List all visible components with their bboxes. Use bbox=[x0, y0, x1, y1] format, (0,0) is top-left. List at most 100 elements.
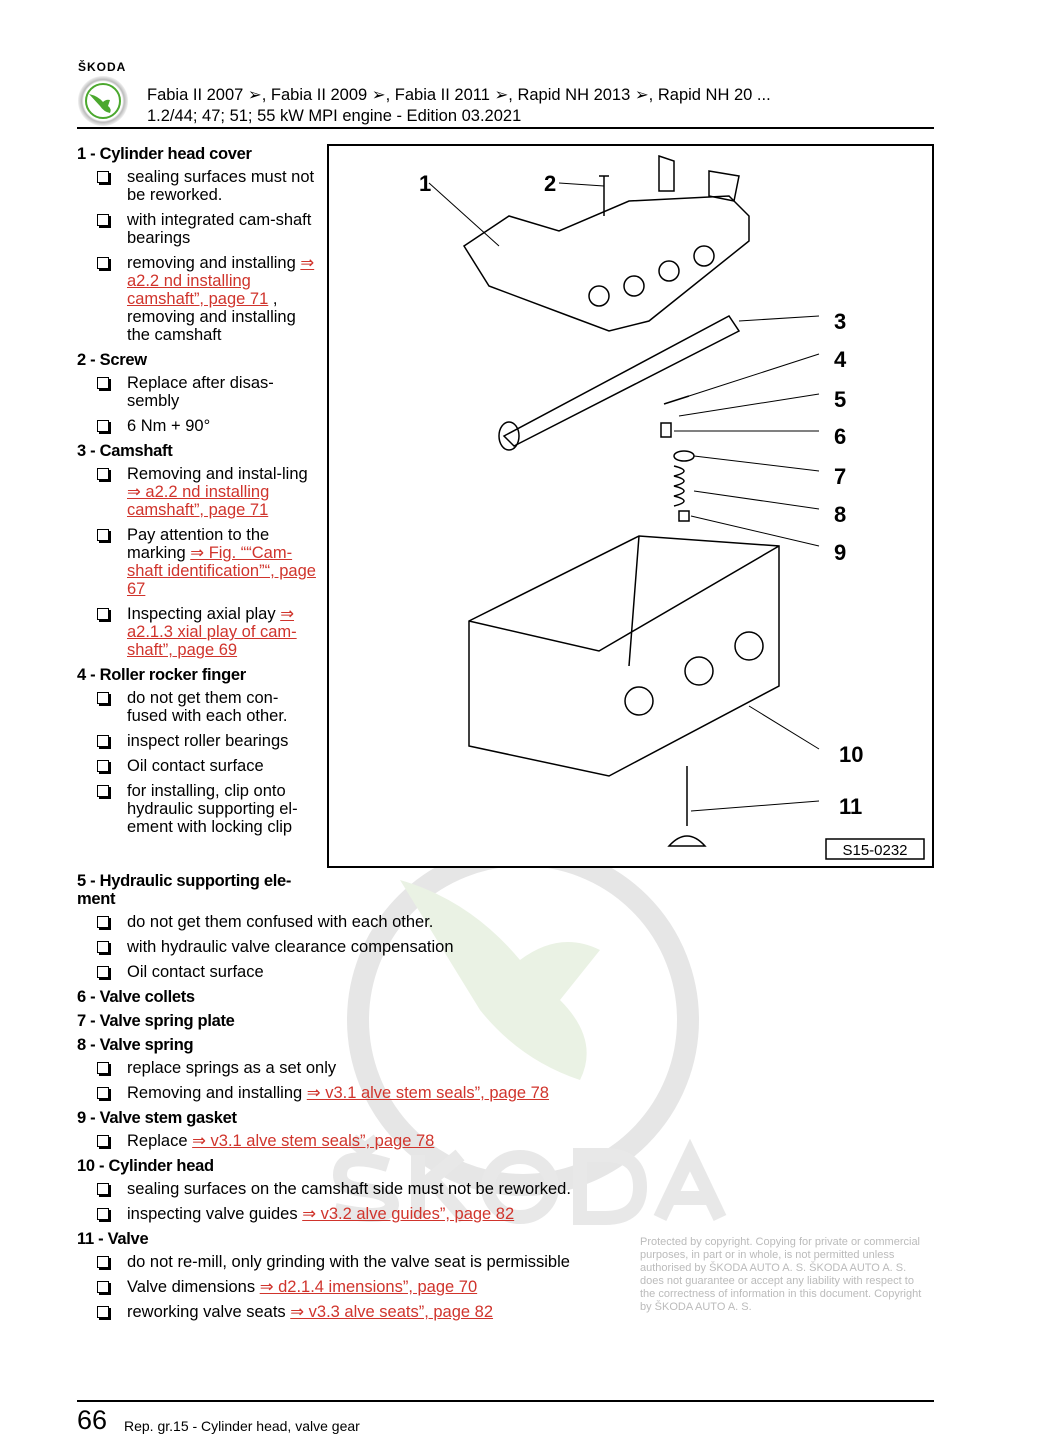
note-text: sealing surfaces on the camshaft side mu… bbox=[127, 1180, 571, 1198]
footer-divider bbox=[77, 1400, 934, 1402]
parts-list-bottom: 5 - Hydraulic supporting ele-ment do not … bbox=[77, 872, 934, 1321]
page-number: 66 bbox=[77, 1405, 108, 1435]
checkbox-bullet-icon bbox=[97, 1062, 109, 1074]
note-text: with integrated cam-shaft bearings bbox=[127, 211, 312, 247]
vehicle-models: Fabia II 2007 ➢, Fabia II 2009 ➢, Fabia … bbox=[147, 86, 771, 104]
note-text: Oil contact surface bbox=[127, 963, 264, 981]
callout-4: 4 bbox=[834, 347, 847, 372]
note-text: 6 Nm + 90° bbox=[127, 417, 211, 435]
checkbox-bullet-icon bbox=[97, 214, 109, 226]
checkbox-bullet-icon bbox=[97, 529, 109, 541]
part-note: Replace ⇒ v3.1 alve stem seals”, page 78 bbox=[77, 1132, 934, 1150]
document-header: Fabia II 2007 ➢, Fabia II 2009 ➢, Fabia … bbox=[147, 85, 771, 127]
part-title: 9 - Valve stem gasket bbox=[77, 1109, 237, 1127]
part-title: 11 - Valve bbox=[77, 1230, 149, 1248]
checkbox-bullet-icon bbox=[97, 1208, 109, 1220]
cross-reference-link[interactable]: ⇒ v3.1 alve stem seals”, page 78 bbox=[192, 1132, 435, 1150]
cross-reference-link[interactable]: ⇒ Fig. ““Cam-shaft identification”“, pag… bbox=[127, 544, 316, 598]
callout-5: 5 bbox=[834, 387, 846, 412]
parts-list: 1 2 3 4 5 6 7 8 9 10 11 S15-0232 1 - Cylinder head… bbox=[77, 139, 934, 1328]
part-note: sealing surfaces on the camshaft side mu… bbox=[77, 1180, 934, 1198]
checkbox-bullet-icon bbox=[97, 171, 109, 183]
note-text: do not get them con-fused with each othe… bbox=[127, 689, 288, 725]
callout-10: 10 bbox=[839, 742, 863, 767]
part-title: 8 - Valve spring bbox=[77, 1036, 194, 1054]
part-note: do not get them con-fused with each othe… bbox=[77, 689, 317, 725]
checkbox-bullet-icon bbox=[97, 1087, 109, 1099]
part-note: 6 Nm + 90° bbox=[77, 417, 317, 435]
checkbox-bullet-icon bbox=[97, 916, 109, 928]
note-text: , removing and installing the camshaft bbox=[127, 290, 296, 344]
part-note: inspect roller bearings bbox=[77, 732, 317, 750]
part-title: 10 - Cylinder head bbox=[77, 1157, 214, 1175]
callout-8: 8 bbox=[834, 502, 846, 527]
checkbox-bullet-icon bbox=[97, 692, 109, 704]
checkbox-bullet-icon bbox=[97, 257, 109, 269]
part-note: Inspecting axial play ⇒ a2.1.3 xial play… bbox=[77, 605, 317, 659]
part-title: 3 - Camshaft bbox=[77, 442, 173, 460]
note-text: Replace bbox=[127, 1132, 193, 1150]
part-note: do not re-mill, only grinding with the v… bbox=[77, 1253, 934, 1271]
note-text: for installing, clip onto hydraulic supp… bbox=[127, 782, 298, 836]
checkbox-bullet-icon bbox=[97, 735, 109, 747]
header-divider bbox=[77, 127, 934, 129]
cross-reference-link[interactable]: ⇒ d2.1.4 imensions”, page 70 bbox=[259, 1278, 478, 1296]
note-text: removing and installing bbox=[127, 254, 301, 272]
cross-reference-link[interactable]: ⇒ v3.2 alve guides”, page 82 bbox=[302, 1205, 515, 1223]
checkbox-bullet-icon bbox=[97, 785, 109, 797]
checkbox-bullet-icon bbox=[97, 377, 109, 389]
callout-6: 6 bbox=[834, 424, 846, 449]
checkbox-bullet-icon bbox=[97, 1256, 109, 1268]
callout-2: 2 bbox=[544, 171, 556, 196]
cross-reference-link[interactable]: ⇒ a2.1.3 xial play of cam-shaft”, page 6… bbox=[127, 605, 297, 659]
note-text: Pay attention to the marking bbox=[127, 526, 270, 562]
note-text: inspect roller bearings bbox=[127, 732, 289, 750]
checkbox-bullet-icon bbox=[97, 1183, 109, 1195]
section-title: Rep. gr.15 - Cylinder head, valve gear bbox=[124, 1418, 360, 1434]
note-text: Removing and instal-ling bbox=[127, 465, 308, 483]
engine-edition: 1.2/44; 47; 51; 55 kW MPI engine - Editi… bbox=[147, 107, 522, 125]
note-text: do not get them confused with each other… bbox=[127, 913, 434, 931]
part-note: Removing and installing ⇒ v3.1 alve stem… bbox=[77, 1084, 934, 1102]
part-note: Valve dimensions ⇒ d2.1.4 imensions”, pa… bbox=[77, 1278, 934, 1296]
note-text: replace springs as a set only bbox=[127, 1059, 337, 1077]
checkbox-bullet-icon bbox=[97, 608, 109, 620]
part-note: with hydraulic valve clearance compensat… bbox=[77, 938, 934, 956]
part-note: Removing and instal-ling ⇒ a2.2 nd insta… bbox=[77, 465, 317, 519]
part-note: sealing surfaces must not be reworked. bbox=[77, 168, 317, 204]
part-note: with integrated cam-shaft bearings bbox=[77, 211, 317, 247]
note-text: Valve dimensions bbox=[127, 1278, 260, 1296]
cross-reference-link[interactable]: ⇒ v3.1 alve stem seals”, page 78 bbox=[306, 1084, 549, 1102]
copyright-notice: Protected by copyright. Copying for priv… bbox=[640, 1236, 922, 1313]
part-note: for installing, clip onto hydraulic supp… bbox=[77, 782, 317, 836]
checkbox-bullet-icon bbox=[97, 468, 109, 480]
note-text: Removing and installing bbox=[127, 1084, 307, 1102]
part-note: Oil contact surface bbox=[77, 963, 934, 981]
part-title: 6 - Valve collets bbox=[77, 988, 195, 1006]
figure-code: S15-0232 bbox=[842, 842, 907, 859]
callout-3: 3 bbox=[834, 309, 846, 334]
callout-7: 7 bbox=[834, 464, 846, 489]
part-note: replace springs as a set only bbox=[77, 1059, 934, 1077]
part-title: 7 - Valve spring plate bbox=[77, 1012, 235, 1030]
exploded-diagram: 1 2 3 4 5 6 7 8 9 10 11 S15-0232 bbox=[327, 144, 934, 868]
note-text: with hydraulic valve clearance compensat… bbox=[127, 938, 454, 956]
checkbox-bullet-icon bbox=[97, 420, 109, 432]
cross-reference-link[interactable]: ⇒ a2.2 nd installing camshaft”, page 71 bbox=[127, 254, 315, 308]
part-note: removing and installing ⇒ a2.2 nd instal… bbox=[77, 254, 317, 344]
cross-reference-link[interactable]: ⇒ v3.3 alve seats”, page 82 bbox=[290, 1303, 494, 1321]
checkbox-bullet-icon bbox=[97, 760, 109, 772]
checkbox-bullet-icon bbox=[97, 1135, 109, 1147]
callout-1: 1 bbox=[419, 171, 431, 196]
brand-name: ŠKODA bbox=[78, 60, 127, 74]
note-text: sealing surfaces must not be reworked. bbox=[127, 168, 315, 204]
part-title: 5 - Hydraulic supporting ele-ment bbox=[77, 872, 292, 908]
checkbox-bullet-icon bbox=[97, 966, 109, 978]
callout-11: 11 bbox=[839, 794, 862, 819]
cross-reference-link[interactable]: ⇒ a2.2 nd installing camshaft”, page 71 bbox=[127, 483, 270, 519]
part-title: 2 - Screw bbox=[77, 351, 147, 369]
checkbox-bullet-icon bbox=[97, 1306, 109, 1318]
callout-9: 9 bbox=[834, 540, 846, 565]
